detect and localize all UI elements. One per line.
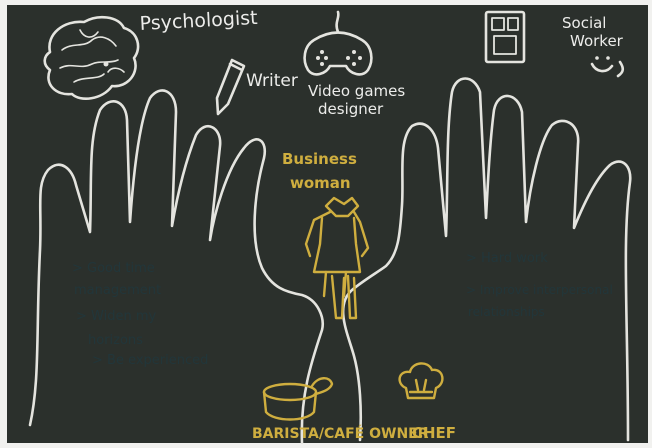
left-note-1: > Good time xyxy=(72,261,155,276)
right-note-1: > Hard work xyxy=(466,251,548,266)
label-chef: CHEF xyxy=(412,424,456,442)
label-business: Business xyxy=(282,150,357,168)
left-note-4: horizons xyxy=(88,333,143,348)
right-note-3: relationships xyxy=(468,305,545,319)
label-designer: designer xyxy=(318,100,384,118)
label-social: Social xyxy=(562,14,606,32)
left-note-5: > Be experienced xyxy=(92,353,208,368)
left-note-2: management xyxy=(74,283,161,298)
label-video-games: Video games xyxy=(308,82,405,100)
left-note-3: > Widen my xyxy=(76,309,156,324)
right-note-2: > Improve interpersonal xyxy=(466,283,613,297)
label-barista: BARISTA/CAFÉ OWNER xyxy=(252,425,429,442)
label-woman: woman xyxy=(290,174,351,192)
label-worker: Worker xyxy=(570,32,624,50)
label-writer: Writer xyxy=(246,71,298,91)
